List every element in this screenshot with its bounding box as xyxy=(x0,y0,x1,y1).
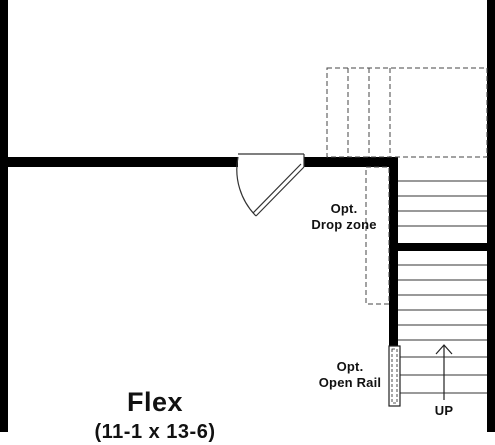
left-exterior-wall xyxy=(0,0,8,432)
open-rail-outline xyxy=(388,345,401,407)
up-arrow-icon xyxy=(435,344,453,400)
stair-direction-label: UP xyxy=(434,403,454,418)
stair-landing-wall xyxy=(398,243,487,251)
door xyxy=(236,153,305,217)
drop-zone-lockers xyxy=(326,67,488,158)
room-dimensions: (11-1 x 13-6) xyxy=(94,421,216,443)
open-rail-label: Opt. Open Rail xyxy=(308,359,392,392)
door-swing-arc xyxy=(236,156,257,217)
open-rail xyxy=(388,345,401,407)
room-name: Flex xyxy=(126,387,184,417)
lower-stair-treads xyxy=(398,264,487,394)
open-rail-label-line1: Opt. xyxy=(336,359,364,374)
open-rail-label-line2: Open Rail xyxy=(318,375,382,391)
door-panel-a xyxy=(255,166,305,217)
interior-wall-right xyxy=(304,157,398,167)
open-rail-inner xyxy=(391,348,398,404)
drop-zone-label-line2: Drop zone xyxy=(311,217,377,233)
upper-stair-treads xyxy=(398,180,487,227)
interior-wall-left xyxy=(0,157,238,167)
drop-zone-outline-upper xyxy=(326,67,488,158)
drop-zone-bench xyxy=(365,166,390,305)
door-panel-b xyxy=(252,163,302,214)
drop-zone-label: Opt. Drop zone xyxy=(300,201,388,234)
right-exterior-wall xyxy=(487,0,495,432)
floor-plan xyxy=(0,0,495,432)
stair-wall-upper xyxy=(389,157,398,350)
drop-zone-label-line1: Opt. xyxy=(330,201,358,216)
